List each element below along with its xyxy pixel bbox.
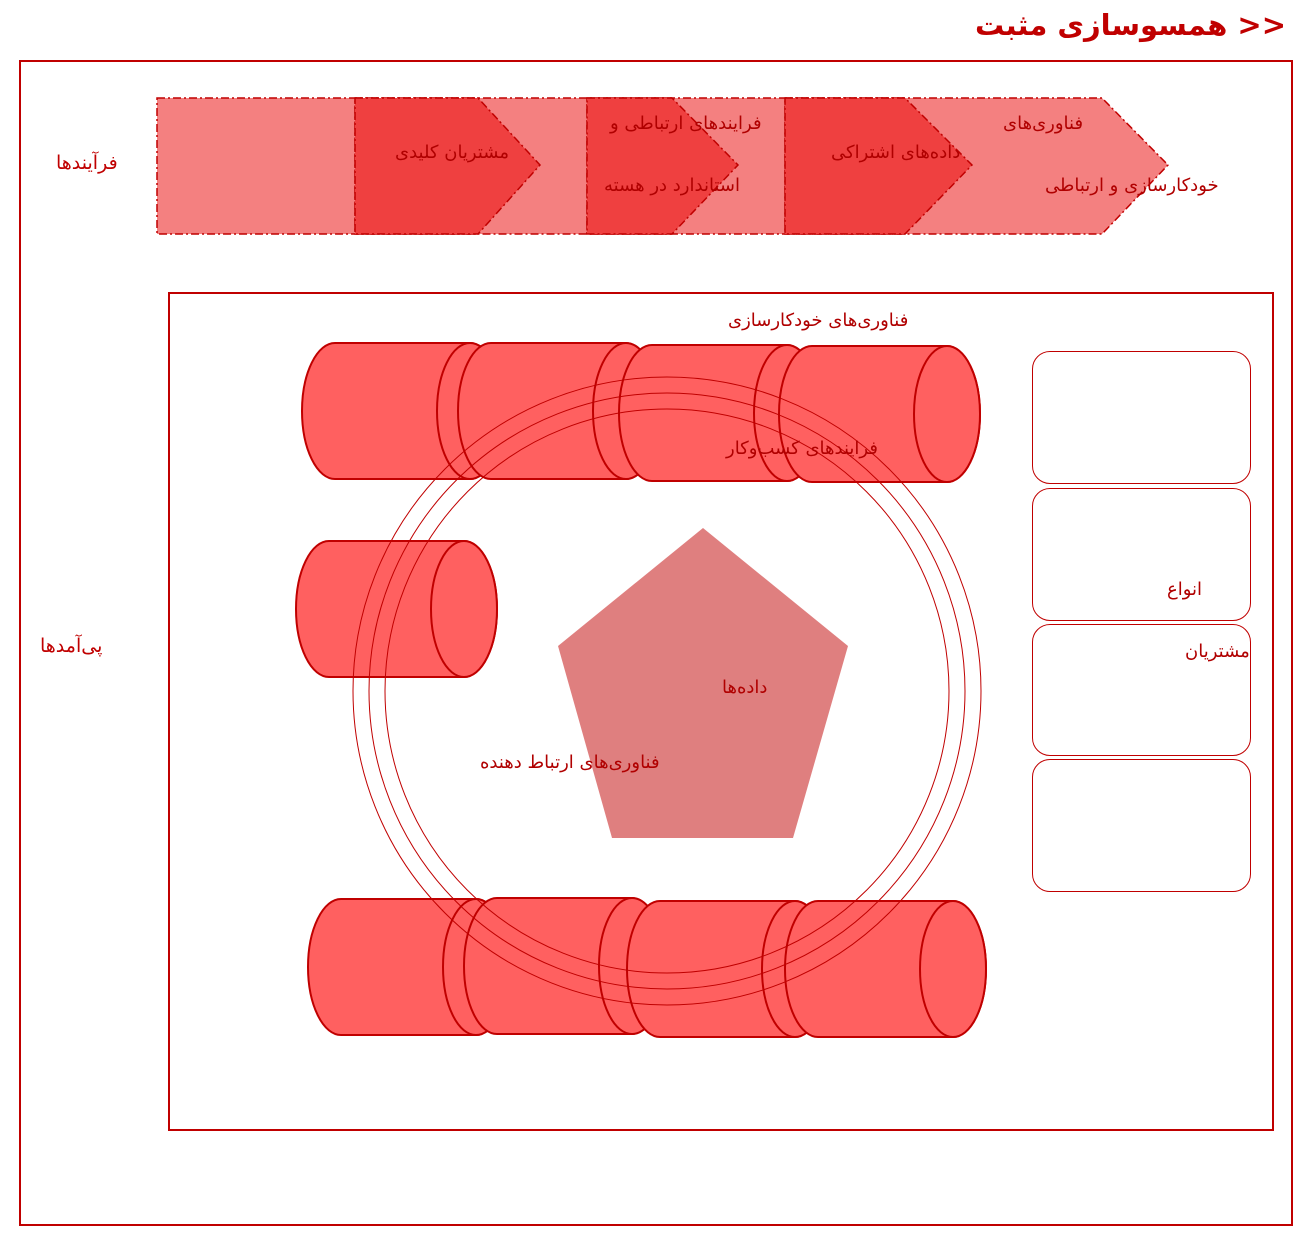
process-rings [352,376,982,1006]
technologies-line1: فناوری‌های [1003,113,1083,134]
cylinder-bottom-4 [784,900,987,1038]
outer-frame [19,60,1293,1226]
chevron-overlap-2 [586,97,740,235]
core-processes-line1: فرایندهای ارتباطی و [609,113,762,134]
top-cylinders [301,342,981,483]
outcomes-label: پی‌آمدها [40,635,103,657]
key-customers-label: مشتریان کلیدی [395,142,509,163]
automation-tech-label: فناوری‌های خودکارسازی [728,310,908,331]
shared-data-label: داده‌های اشتراکی [831,142,960,163]
cylinder-left [295,540,498,678]
process-chain [156,97,1170,235]
customer-types-line1: انواع [1167,579,1202,600]
customer-types-line2: مشتریان [1185,641,1250,662]
processes-label: فرآیندها [56,152,118,174]
customer-type-box-4 [1032,759,1251,892]
customer-type-box-1 [1032,351,1251,484]
customer-type-box-2 [1032,488,1251,621]
data-pentagon [558,528,848,838]
data-label: داده‌ها [722,677,767,698]
business-processes-label: فرایندهای کسب‌وکار [725,438,878,459]
bottom-cylinders [307,897,987,1038]
inner-frame [168,292,1274,1131]
chevron-overlap-1 [354,97,542,235]
core-processes-line2: استاندارد در هسته [604,175,740,196]
customer-type-box-3 [1032,624,1251,756]
technologies-line2: خودکارسازی و ارتباطی [1045,175,1219,196]
chevron-overlap-3 [784,97,974,235]
connecting-tech-label: فناوری‌های ارتباط دهنده [480,752,660,773]
cylinder-top-4 [778,345,981,483]
page-title: << همسوسازی مثبت [974,8,1286,42]
